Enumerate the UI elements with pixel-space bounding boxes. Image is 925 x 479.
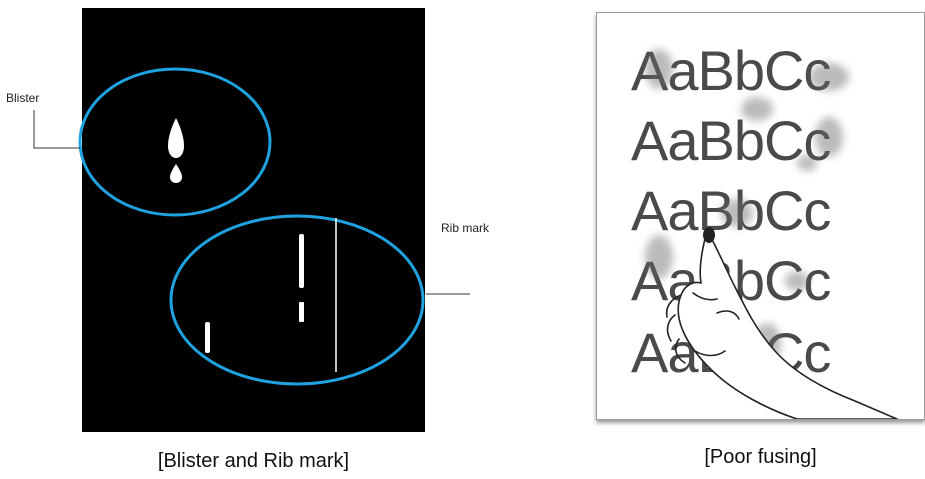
fingertip-toner (703, 227, 715, 243)
smudge-and-hand-overlay (645, 49, 898, 419)
paper-sheet: AaBbCc AaBbCc AaBbCc AaBbCc AaBbCc (596, 12, 925, 420)
rib-mark-line-short (299, 302, 304, 322)
black-print-sample (33, 8, 470, 432)
blister-drop-small (170, 164, 182, 183)
blister-drop-shape (168, 118, 184, 158)
blister-highlight-ellipse (78, 67, 272, 217)
rib-mark-callout-label: Rib mark (441, 221, 490, 235)
blister-callout-leader (33, 110, 80, 149)
hand-drawing (665, 230, 898, 419)
rib-mark-highlight-ellipse (169, 214, 425, 386)
right-caption: [Poor fusing] (704, 446, 817, 468)
rib-mark-line-tall (299, 234, 304, 288)
poor-fusing-illustration: AaBbCc AaBbCc AaBbCc AaBbCc AaBbCc (596, 12, 925, 422)
blister-callout-label: Blister (6, 91, 40, 105)
left-caption: [Blister and Rib mark] (157, 450, 350, 472)
defect-illustration-left: Blister [Blister and Rib mark] (6, 8, 470, 472)
sample-text-line-2: AaBbCc (631, 109, 831, 172)
rib-callout-leader (426, 293, 470, 295)
rib-mark-line-left (205, 322, 210, 353)
